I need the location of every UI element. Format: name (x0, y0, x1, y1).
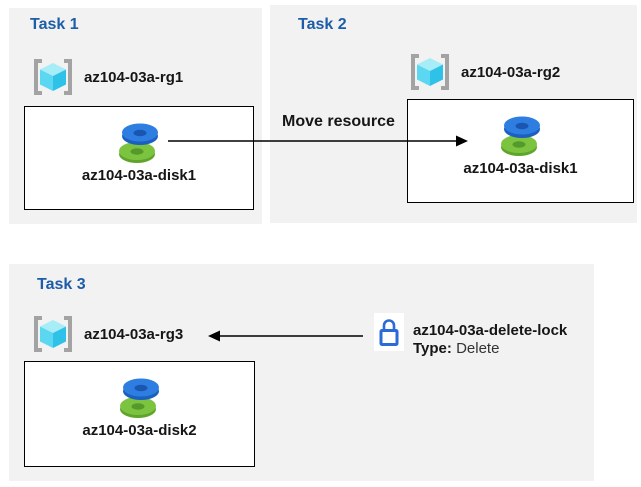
task1-resource-group: az104-03a-rg1 (31, 58, 183, 96)
move-resource-label: Move resource (282, 113, 395, 130)
delete-lock-annotation: az104-03a-delete-lock Type: Delete (413, 322, 567, 358)
disk-icon (119, 123, 158, 163)
task1-title: Task 1 (30, 16, 79, 33)
task1-disk-box: az104-03a-disk1 (24, 106, 254, 210)
delete-lock-type: Type: Delete (413, 340, 567, 358)
resource-group-icon (34, 316, 72, 352)
task2-disk-label: az104-03a-disk1 (463, 160, 578, 177)
lock-type-label: Type: (413, 340, 452, 357)
task2-resource-group: az104-03a-rg2 (408, 53, 560, 91)
task2-title: Task 2 (298, 16, 347, 33)
disk-icon (119, 378, 159, 418)
task2-panel: Task 2 az104-03a-rg2 (270, 5, 637, 223)
lock-type-value: Delete (451, 340, 500, 357)
task3-rg-label: az104-03a-rg3 (84, 325, 184, 343)
task3-disk-box: az104-03a-disk2 (24, 361, 255, 467)
task1-panel: Task 1 az104-03a-rg1 (9, 8, 262, 224)
lock-icon (379, 319, 399, 346)
task3-panel: Task 3 az104-03a-rg3 (9, 264, 594, 481)
delete-lock-name: az104-03a-delete-lock (413, 322, 568, 339)
resource-group-icon (34, 59, 72, 95)
task1-rg-label: az104-03a-rg1 (84, 68, 184, 86)
task2-rg-label: az104-03a-rg2 (461, 63, 561, 81)
task2-disk-box: az104-03a-disk1 (407, 99, 634, 203)
lock-chip (374, 313, 404, 351)
disk-icon (500, 116, 540, 156)
task1-disk-label: az104-03a-disk1 (81, 167, 197, 184)
resource-group-icon (411, 54, 449, 90)
task3-title: Task 3 (37, 276, 86, 293)
task3-resource-group: az104-03a-rg3 (31, 315, 183, 353)
task3-disk-label: az104-03a-disk2 (82, 422, 197, 439)
